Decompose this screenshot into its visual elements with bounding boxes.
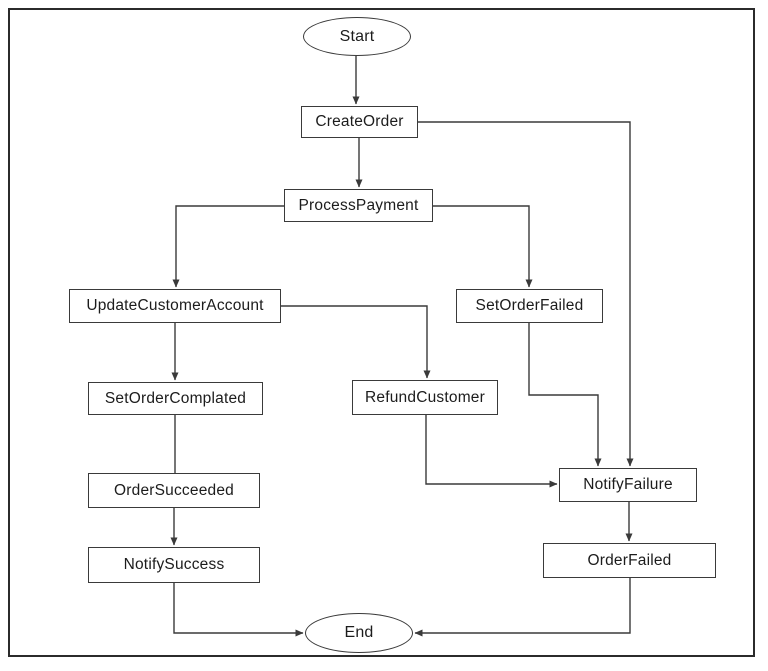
node-create-order: CreateOrder (301, 106, 418, 138)
node-order-failed: OrderFailed (543, 543, 716, 578)
edge-setorderfailed-notifyfailure (528, 323, 602, 467)
edge-processpayment-setorderfailed (433, 205, 533, 288)
node-start: Start (303, 17, 411, 56)
node-notify-success: NotifySuccess (88, 547, 260, 583)
edge-createorder-notifyfailure (418, 121, 634, 467)
edge-orderfailed-end (414, 578, 631, 637)
node-order-succeeded: OrderSucceeded (88, 473, 260, 508)
node-update-customer-account: UpdateCustomerAccount (69, 289, 281, 323)
node-set-order-failed: SetOrderFailed (456, 289, 603, 323)
node-set-order-complated: SetOrderComplated (88, 382, 263, 415)
node-process-payment: ProcessPayment (284, 189, 433, 222)
edge-processpayment-updatecustomeraccount (172, 205, 284, 288)
edge-refundcustomer-notifyfailure (425, 415, 558, 488)
edge-updatecustomeraccount-refundcustomer (281, 305, 431, 379)
node-end: End (305, 613, 413, 653)
node-refund-customer: RefundCustomer (352, 380, 498, 415)
node-notify-failure: NotifyFailure (559, 468, 697, 502)
edge-notifysuccess-end (173, 583, 304, 637)
